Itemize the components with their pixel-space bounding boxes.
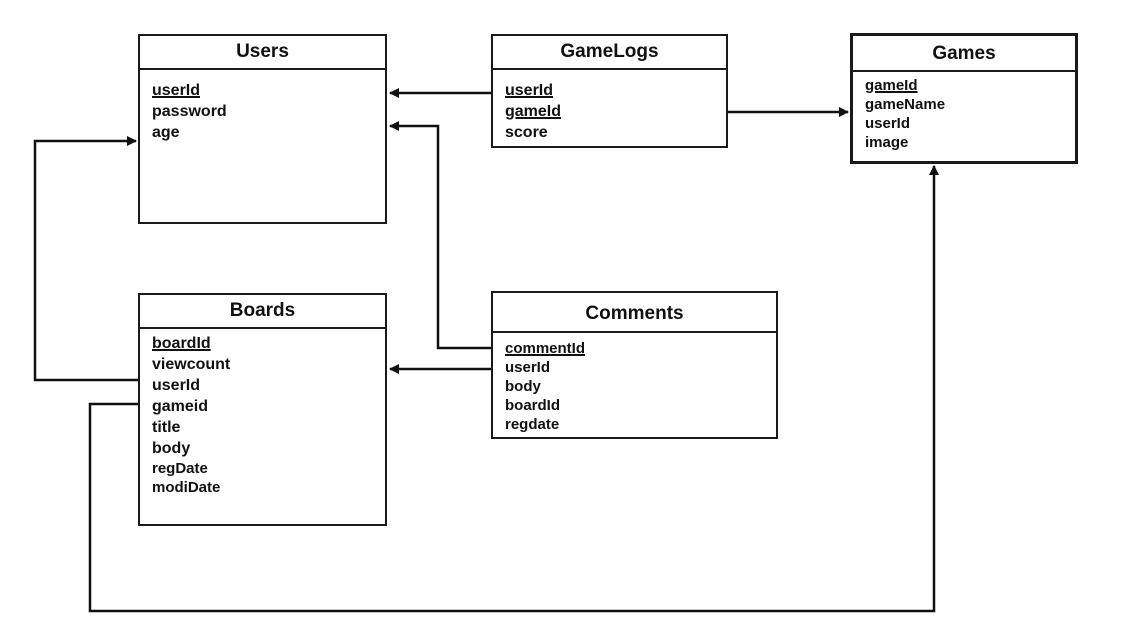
entity-fields: commentId userId body boardId regdate: [493, 333, 776, 434]
field-gamename: gameName: [865, 96, 946, 113]
entity-fields: userId gameId score: [493, 70, 726, 143]
entity-title: GameLogs: [493, 36, 726, 70]
field-userid: userId: [865, 115, 911, 132]
entity-boards: Boards boardId viewcount userId gameid t…: [138, 293, 387, 526]
entity-title: Games: [853, 36, 1075, 72]
field-password: password: [152, 103, 227, 120]
entity-comments: Comments commentId userId body boardId r…: [491, 291, 778, 439]
field-viewcount: viewcount: [152, 356, 231, 373]
entity-users: Users userId password age: [138, 34, 387, 224]
field-title: title: [152, 419, 181, 436]
field-modidate: modiDate: [152, 479, 221, 496]
field-regdate: regDate: [152, 460, 208, 477]
field-body: body: [152, 440, 191, 457]
entity-fields: gameId gameName userId image: [853, 72, 1075, 152]
entity-gamelogs: GameLogs userId gameId score: [491, 34, 728, 148]
field-gameid: gameid: [152, 398, 209, 415]
connector-boards-gameid-to-games: [88, 165, 939, 613]
field-age: age: [152, 124, 180, 141]
connector-boards-userid-to-users: [33, 136, 150, 382]
field-pk-boardid: boardId: [152, 335, 211, 352]
connector-comments-userid-to-users: [389, 121, 503, 350]
entity-title: Boards: [140, 295, 385, 329]
field-regdate: regdate: [505, 416, 560, 433]
entity-title: Users: [140, 36, 385, 70]
entity-fields: boardId viewcount userId gameid title bo…: [140, 329, 385, 497]
field-body: body: [505, 378, 541, 395]
field-pk-commentid: commentId: [505, 340, 586, 357]
field-score: score: [505, 124, 548, 141]
field-pk-userid: userId: [152, 82, 201, 99]
field-pk-gameid: gameId: [505, 103, 562, 120]
field-pk-userid: userId: [505, 82, 554, 99]
field-pk-gameid: gameId: [865, 77, 918, 94]
field-userid: userId: [152, 377, 201, 394]
entity-title: Comments: [493, 293, 776, 333]
entity-games: Games gameId gameName userId image: [850, 33, 1078, 164]
field-boardid: boardId: [505, 397, 560, 414]
field-image: image: [865, 134, 909, 151]
entity-fields: userId password age: [140, 70, 385, 143]
field-userid: userId: [505, 359, 551, 376]
